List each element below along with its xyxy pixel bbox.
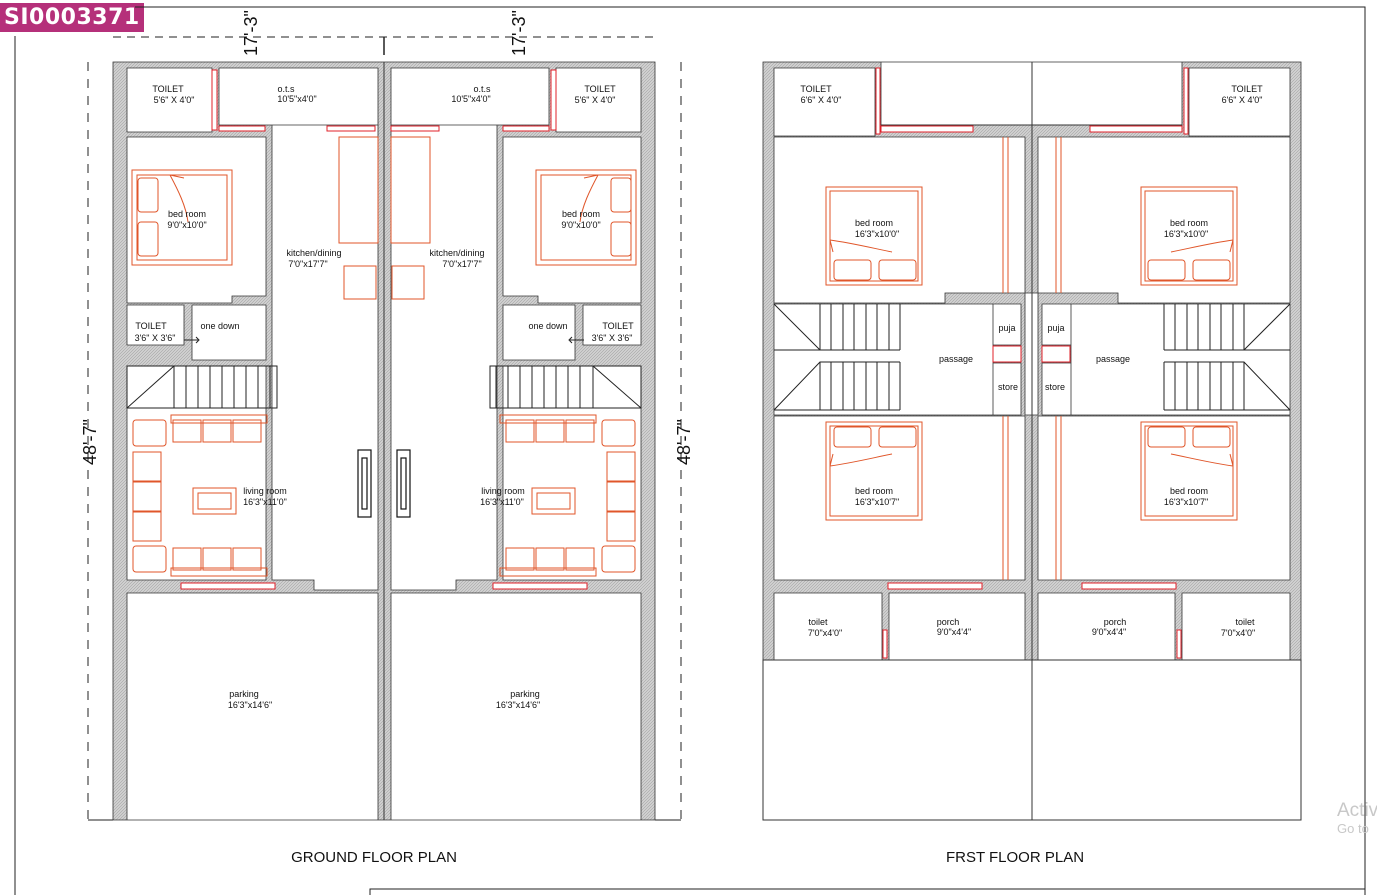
room-label: toilet: [1235, 617, 1255, 627]
room-size: 3'6" X 3'6": [135, 333, 176, 343]
room-label: parking: [229, 689, 259, 699]
first-staircases: [773, 303, 1291, 411]
step-note: one down: [200, 321, 239, 331]
room-label: store: [1045, 382, 1065, 392]
room-label: puja: [1047, 323, 1064, 333]
room-size: 10'5"x4'0": [451, 94, 490, 104]
room-size: 9'0"x10'0": [561, 220, 600, 230]
room-size: 7'0"x4'0": [808, 628, 842, 638]
room-size: 6'6" X 4'0": [1222, 95, 1263, 105]
ground-furniture: [131, 136, 637, 577]
ground-depth-dim-right: 48'-7": [674, 419, 694, 465]
room-label: store: [998, 382, 1018, 392]
ground-width-dim-right: 17'-3": [509, 10, 529, 56]
room-size: 9'0"x10'0": [167, 220, 206, 230]
ground-width-dim-left: 17'-3": [241, 10, 261, 56]
room-label: o.t.s: [277, 84, 295, 94]
room-size: 16'3"x10'7": [855, 497, 899, 507]
room-size: 7'0"x17'7": [288, 259, 327, 269]
room-label: porch: [937, 617, 960, 627]
room-size: 5'6" X 4'0": [154, 95, 195, 105]
room-label: toilet: [808, 617, 828, 627]
first-floor-title: FRST FLOOR PLAN: [946, 849, 1084, 866]
ground-right-labels: TOILET 5'6" X 4'0" o.t.s 10'5"x4'0" bed …: [429, 84, 634, 710]
first-walls: [762, 61, 1302, 821]
room-label: living room: [481, 486, 525, 496]
room-label: TOILET: [1231, 84, 1263, 94]
room-size: 16'3"x11'0": [480, 497, 524, 507]
room-label: TOILET: [800, 84, 832, 94]
room-size: 16'3"x10'7": [1164, 497, 1208, 507]
ground-tv-units: [357, 449, 411, 518]
step-note: one down: [528, 321, 567, 331]
first-right-labels: TOILET 6'6" X 4'0" bed room 16'3"x10'0" …: [1045, 84, 1263, 638]
room-size: 16'3"x14'6": [496, 700, 540, 710]
room-label: bed room: [855, 486, 893, 496]
room-label: passage: [939, 354, 973, 364]
room-size: 7'0"x17'7": [442, 259, 481, 269]
watermark-line2: Go to: [1337, 820, 1369, 836]
activate-windows-watermark: Activ Go to: [1337, 800, 1377, 837]
room-label: bed room: [1170, 218, 1208, 228]
ground-staircases: [126, 336, 642, 409]
room-size: 16'3"x11'0": [243, 497, 287, 507]
room-label: bed room: [855, 218, 893, 228]
room-label: bed room: [562, 209, 600, 219]
room-size: 16'3"x14'6": [228, 700, 272, 710]
first-furniture: [825, 186, 1238, 521]
room-label: TOILET: [602, 321, 634, 331]
room-label: puja: [998, 323, 1015, 333]
ground-floor-title: GROUND FLOOR PLAN: [291, 849, 457, 866]
room-label: TOILET: [135, 321, 167, 331]
ground-windows: [180, 69, 588, 590]
ground-depth-dim-left: 48'-7": [80, 419, 100, 465]
room-size: 6'6" X 4'0": [801, 95, 842, 105]
first-left-labels: TOILET 6'6" X 4'0" bed room 16'3"x10'0" …: [800, 84, 1018, 638]
ground-side-dimensions: 48'-7" 48'-7": [80, 62, 694, 821]
first-windows: [875, 67, 1189, 659]
room-label: TOILET: [152, 84, 184, 94]
room-label: TOILET: [584, 84, 616, 94]
ground-top-dimension: 17'-3" 17'-3": [113, 10, 655, 56]
room-label: bed room: [1170, 486, 1208, 496]
room-size: 10'5"x4'0": [277, 94, 316, 104]
room-size: 16'3"x10'0": [1164, 229, 1208, 239]
sheet-id-badge: SI0003371: [0, 3, 144, 32]
ground-left-labels: TOILET 5'6" X 4'0" o.t.s 10'5"x4'0" bed …: [135, 84, 342, 710]
ground-walls: [112, 61, 656, 821]
room-label: kitchen/dining: [286, 248, 341, 258]
room-size: 7'0"x4'0": [1221, 628, 1255, 638]
sheet-border: [14, 6, 1366, 895]
room-label: kitchen/dining: [429, 248, 484, 258]
room-label: living room: [243, 486, 287, 496]
room-label: porch: [1104, 617, 1127, 627]
ground-floor-plan: 17'-3" 17'-3" 48'-7" 48'-7": [80, 10, 694, 866]
room-size: 3'6" X 3'6": [592, 333, 633, 343]
watermark-line1: Activ: [1337, 800, 1377, 821]
first-floor-plan: TOILET 6'6" X 4'0" bed room 16'3"x10'0" …: [762, 61, 1302, 866]
room-label: parking: [510, 689, 540, 699]
room-label: bed room: [168, 209, 206, 219]
room-size: 16'3"x10'0": [855, 229, 899, 239]
room-label: o.t.s: [473, 84, 491, 94]
room-size: 9'0"x4'4": [937, 627, 971, 637]
room-size: 5'6" X 4'0": [575, 95, 616, 105]
room-size: 9'0"x4'4": [1092, 627, 1126, 637]
room-label: passage: [1096, 354, 1130, 364]
